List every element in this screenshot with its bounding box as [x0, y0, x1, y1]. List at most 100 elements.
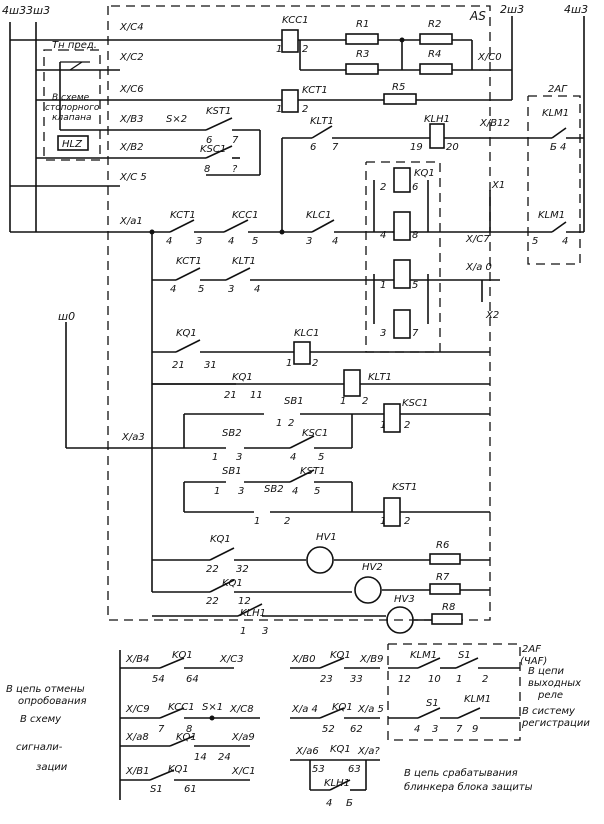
term-xa4: X/а 4: [291, 704, 318, 715]
label-ksc1-top: KSC1: [200, 144, 226, 155]
row-klt1-coil: KQ1 21 11 KLT1 1 2: [152, 369, 392, 407]
label-kq1-a: KQ1: [176, 328, 197, 339]
term-x1: X1: [491, 180, 505, 191]
label-s1-c: S1: [426, 698, 439, 709]
label-r5: R5: [392, 82, 405, 93]
pin-s1-1: 1: [456, 674, 462, 685]
label-hv1: HV1: [316, 532, 337, 543]
note-cancel-2: опробования: [18, 695, 86, 707]
note-registry-1: В систему: [522, 706, 576, 717]
row-xc6: X/C6 KCT1 1 2 R5: [36, 70, 513, 115]
note-signal-2: зации: [36, 762, 68, 773]
pin-kcc1-b8: 8: [186, 724, 192, 735]
pin-kq1-62: 62: [350, 724, 363, 735]
pin-kq1-33: 33: [350, 674, 363, 685]
term-xc9: X/C9: [125, 704, 150, 715]
row-xa1: X/а1 KCT1 4 3 KCC1 4 5 KLC1 3 4: [10, 210, 392, 592]
label-kq1-i: KQ1: [332, 702, 353, 713]
hv1-led: [306, 546, 334, 574]
bottom-section: В цепь отмены опробования X/В4 KQ1 54 64…: [6, 643, 590, 809]
label-kcc1-top: KCC1: [282, 15, 309, 26]
hl2-lamp: [57, 135, 89, 151]
label-kst1-coil: KST1: [392, 482, 417, 493]
pin-kct1-3: 3: [196, 236, 202, 247]
row-ksc1-coil: SB1 1 2 KSC1 1 2: [183, 396, 490, 448]
term-xa0: X/а 0: [465, 262, 492, 273]
label-sb2-b: SB2: [264, 484, 284, 495]
left-buses: 4ш3 3ш3 ш0: [2, 4, 75, 448]
ksc1-coil: [383, 403, 401, 433]
row-xv2: X/В2 KSC1 8 ?: [36, 142, 260, 176]
label-klt1-upper: KLT1: [310, 116, 334, 127]
row-kst1-coil: SB1 1 3 KST1 4 5 SB2 1 2 KST1 1 2: [183, 466, 490, 527]
term-xv0: X/В0: [291, 654, 315, 665]
hv3-led: [386, 606, 414, 634]
pin-kct1-2: 2: [302, 104, 308, 115]
row-xa3: X/а3 SB2 1 3 KSC1 4 5: [66, 414, 353, 463]
label-klm1-a: KLM1: [542, 108, 569, 119]
klt1-coil: [343, 369, 361, 397]
pin-kq1-1: 1: [380, 280, 386, 291]
note-output-3: реле: [537, 690, 563, 701]
note-scheme: В схему: [20, 714, 62, 725]
pin-kst1-b5: 5: [314, 486, 320, 497]
label-ksc1-coil: KSC1: [402, 398, 428, 409]
pin-kq1-21a: 21: [172, 360, 185, 371]
kq1-coil-a: [393, 167, 411, 193]
term-xa8: X/а8: [125, 732, 149, 743]
note-registry-2: регистрации: [521, 718, 590, 729]
pin-kq1-14: 14: [194, 752, 207, 763]
label-kq1-h: KQ1: [330, 650, 351, 661]
term-x2: X2: [485, 310, 499, 321]
pin-kct1-b5: 5: [198, 284, 204, 295]
pin-klc1-1: 1: [286, 358, 292, 369]
label-klc1-a: KLC1: [306, 210, 331, 221]
bus-label-2sh3: 2ш3: [500, 3, 524, 16]
pin-kq1-6: 6: [412, 182, 418, 193]
label-hl2: HLZ: [62, 139, 83, 150]
bus-label-3sh3: 3ш3: [26, 4, 50, 17]
label-kq1-c: KQ1: [210, 534, 231, 545]
pin-kq1-63: 63: [348, 764, 361, 775]
note-signal-1: сигнали-: [16, 742, 63, 753]
r8-resistor: [431, 613, 463, 625]
label-2af-sub: (ЧАF): [520, 656, 547, 667]
label-klh1-b: KLH1: [240, 608, 266, 619]
pin-kq1-64: 64: [186, 674, 199, 685]
as-block-label: AS: [469, 9, 486, 23]
label-hv2: HV2: [362, 562, 383, 573]
note-blinker-1: В цепь срабатывания: [404, 767, 518, 779]
pin-klh1-1: 1: [240, 626, 246, 637]
term-xa3: X/а3: [121, 432, 145, 443]
label-kq1-e: KQ1: [172, 650, 193, 661]
pin-ksc1-7: ?: [232, 164, 238, 175]
label-kct1-b: KCT1: [176, 256, 202, 267]
pin-klh1-3: 3: [262, 626, 268, 637]
pin-kq1-24: 24: [218, 752, 231, 763]
label-r8: R8: [442, 602, 455, 613]
term-xv2: X/В2: [119, 142, 143, 153]
label-hv3: HV3: [394, 594, 415, 605]
pin-klt1-1: 1: [340, 396, 346, 407]
kq1-coil-group: KQ1 2 6 4 8 1 5 3 7 X/C7 X1: [365, 161, 530, 353]
term-xa6: X/а6: [295, 746, 319, 757]
pin-ksc1-2: 2: [404, 420, 410, 431]
bus-label-sh0: ш0: [58, 310, 75, 323]
pin-klh1-19: 19: [410, 142, 423, 153]
label-kq1-b: KQ1: [232, 372, 253, 383]
pin-kq1-4: 4: [380, 230, 386, 241]
pin-klm1-7: 7: [456, 724, 463, 735]
label-2af: 2АF: [522, 644, 541, 655]
kq1-coil-b: [393, 211, 411, 241]
r1-resistor: [345, 33, 379, 45]
term-xv3: X/В3: [119, 114, 143, 125]
pin-klc1-4: 4: [332, 236, 338, 247]
pin-kst1-7: 7: [232, 135, 239, 146]
pin-kcc1-2: 2: [302, 44, 308, 55]
row-xc2: X/C2 R3 R4 X/C0 1 2: [36, 40, 512, 75]
pin-kcc1-1: 1: [276, 44, 282, 55]
term-xa9: X/а9: [231, 732, 255, 743]
pin-klm1-5: 5: [532, 236, 538, 247]
pin-kq1-22a: 22: [206, 564, 219, 575]
